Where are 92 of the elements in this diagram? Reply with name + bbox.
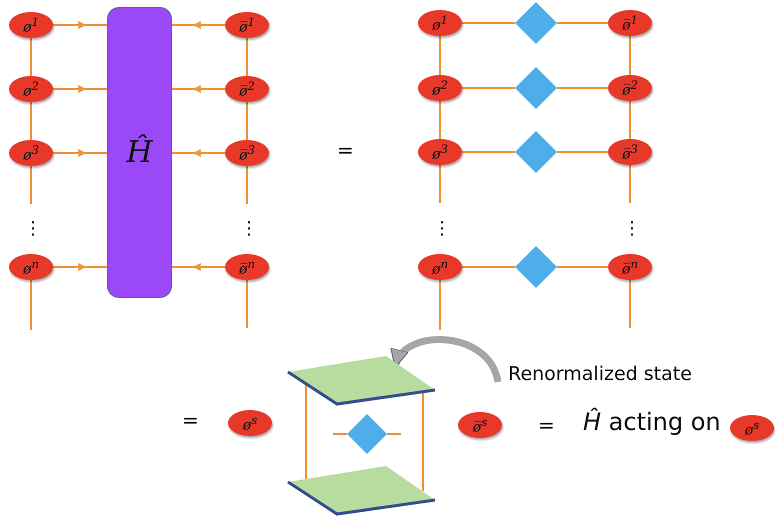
connector-line — [629, 101, 631, 139]
ellipsis-mark: ⋮ — [240, 218, 258, 239]
connector-line — [557, 266, 608, 268]
tensor-oval — [225, 140, 269, 166]
tensor-label: ø̅$^{n}$ — [239, 256, 255, 278]
connector-line — [439, 165, 441, 203]
tensor-oval — [9, 76, 53, 102]
annotation-text: Renormalized state — [508, 363, 692, 385]
tensor-label: ø$^{2}$ — [23, 78, 39, 100]
tensor-label: ø̅$^{3}$ — [239, 142, 255, 164]
tensor-oval — [9, 140, 53, 166]
connector-line — [629, 280, 631, 328]
tensor-label: ø̅$^{2}$ — [622, 78, 638, 98]
tensor-label: ø$^{1}$ — [432, 12, 448, 34]
tensor-label: ø̅$^{3}$ — [622, 142, 638, 162]
arrow — [172, 85, 225, 93]
tensor-label: ø$^{s}$ — [744, 418, 760, 438]
tensor-oval — [458, 412, 502, 438]
arrow — [172, 263, 225, 271]
equals-sign: = — [182, 408, 199, 432]
tensor-oval — [418, 254, 462, 280]
connector-line — [462, 151, 515, 153]
equals-sign: = — [337, 138, 354, 162]
connector-line — [462, 266, 515, 268]
connector-line — [305, 384, 307, 479]
operator-block — [107, 7, 172, 298]
tensor-label: ø$^{1}$ — [23, 14, 39, 36]
connector-line — [246, 102, 248, 140]
tensor-label: ø̅$^{1}$ — [622, 12, 638, 34]
connector-line — [439, 36, 441, 75]
connector-line — [387, 433, 401, 435]
tensor-diamond — [515, 246, 557, 288]
connector-line — [557, 151, 608, 153]
tensor-diamond — [515, 67, 557, 109]
plane-shape — [287, 354, 437, 406]
tensor-label: ø̅$^{2}$ — [239, 78, 255, 100]
equation-text: Ĥ acting on — [583, 408, 721, 436]
connector-line — [557, 22, 608, 24]
connector-line — [246, 38, 248, 76]
tensor-label: ø$^{2}$ — [432, 78, 448, 98]
equals-sign: = — [538, 413, 555, 437]
connector-line — [439, 101, 441, 139]
tensor-oval — [9, 12, 53, 38]
tensor-oval — [608, 254, 652, 280]
tensor-oval — [608, 139, 652, 165]
connector-line — [246, 166, 248, 204]
tensor-diamond — [347, 414, 387, 454]
tensor-oval — [418, 10, 462, 36]
connector-line — [462, 87, 515, 89]
tensor-label: ø̅$^{n}$ — [622, 256, 638, 278]
tensor-label: ø$^{s}$ — [242, 412, 258, 434]
connector-line — [30, 280, 32, 330]
ellipsis-mark: ⋮ — [24, 218, 42, 239]
tensor-label: ø̅$^{s}$ — [472, 414, 488, 436]
arrow — [172, 21, 225, 29]
ellipsis-mark: ⋮ — [623, 218, 641, 239]
tensor-oval — [225, 254, 269, 280]
arrow — [53, 85, 107, 93]
tensor-oval — [225, 76, 269, 102]
connector-line — [30, 102, 32, 140]
tensor-label: ø$^{n}$ — [23, 256, 39, 278]
tensor-diamond — [515, 131, 557, 173]
tensor-oval — [9, 254, 53, 280]
operator-symbol: Ĥ — [126, 135, 153, 170]
connector-line — [439, 280, 441, 330]
arrow — [172, 149, 225, 157]
connector-line — [629, 165, 631, 203]
ellipsis-mark: ⋮ — [433, 218, 451, 239]
connector-line — [30, 38, 32, 76]
connector-line — [422, 392, 424, 491]
tensor-oval — [418, 139, 462, 165]
arrow — [53, 21, 107, 29]
tensor-oval — [608, 75, 652, 101]
connector-line — [629, 36, 631, 75]
tensor-label: ø$^{3}$ — [23, 142, 39, 164]
tensor-label: ø$^{n}$ — [432, 256, 448, 278]
connector-line — [30, 166, 32, 204]
connector-line — [246, 280, 248, 328]
tensor-diamond — [515, 2, 557, 44]
tensor-oval — [418, 75, 462, 101]
plane-shape — [287, 464, 437, 516]
arrow — [53, 263, 107, 271]
tensor-label: ø̅$^{1}$ — [239, 14, 255, 36]
connector-line — [333, 433, 347, 435]
tensor-oval — [608, 10, 652, 36]
connector-line — [462, 22, 515, 24]
curved-arrow — [392, 336, 502, 383]
tensor-oval — [225, 12, 269, 38]
tensor-oval — [730, 415, 774, 441]
tensor-label: ø$^{3}$ — [432, 142, 448, 162]
arrow — [53, 149, 107, 157]
tensor-oval — [228, 410, 272, 436]
